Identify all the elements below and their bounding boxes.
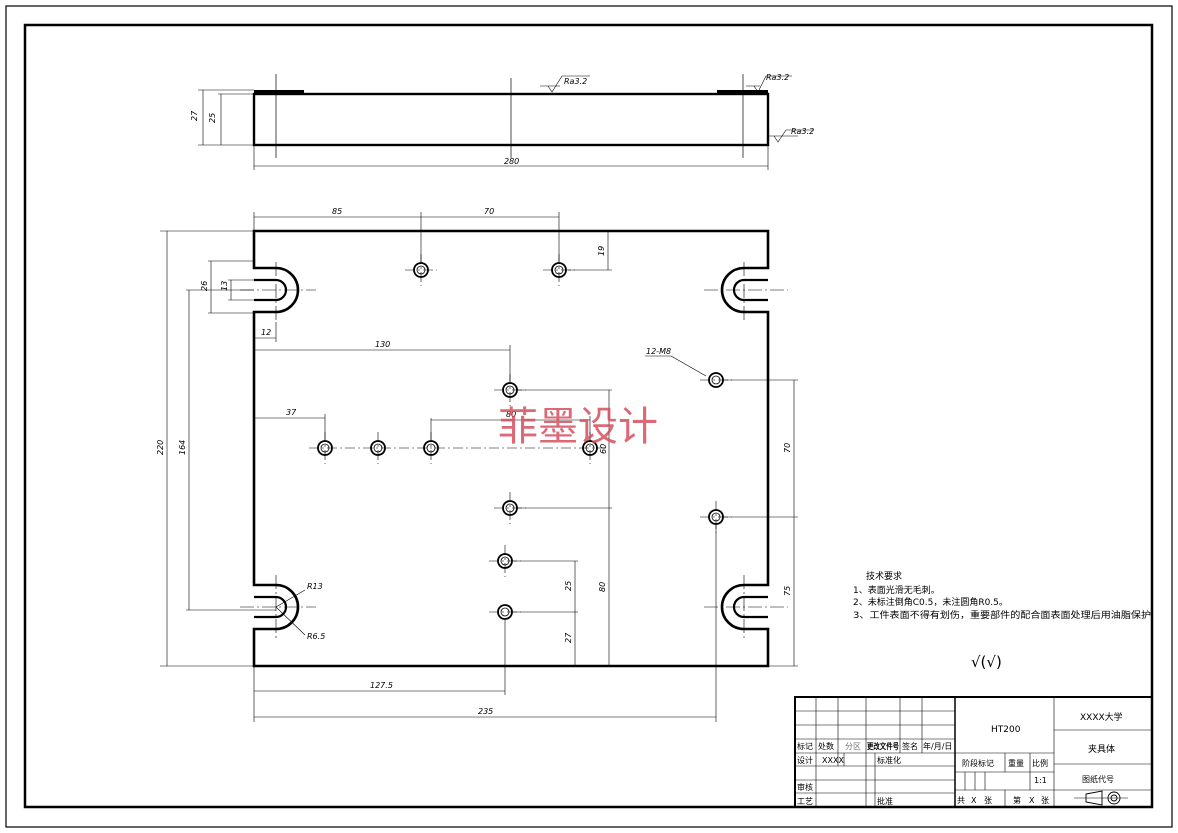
tb-sheji-name: XXXX bbox=[822, 756, 844, 765]
dim-70-top: 70 bbox=[484, 207, 494, 216]
watermark: 菲墨设计 bbox=[498, 404, 658, 450]
dim-164: 164 bbox=[178, 440, 187, 455]
tb-di-x: X bbox=[1029, 796, 1035, 805]
radius-r6-5: R6.5 bbox=[307, 632, 325, 641]
tech-req-item-2: 2、未标注倒角C0.5，未注圆角R0.5。 bbox=[853, 596, 1008, 608]
tb-zhang2: 张 bbox=[1041, 796, 1049, 805]
dim-19: 19 bbox=[597, 246, 606, 256]
tb-biaozhunhua: 标准化 bbox=[877, 755, 901, 765]
inner-frame bbox=[23, 23, 1154, 809]
tech-req-title: 技术要求 bbox=[866, 570, 902, 582]
roughness-label-3: Ra3.2 bbox=[791, 127, 814, 136]
side-dim-27: 27 bbox=[190, 110, 199, 121]
tb-shenhe: 审核 bbox=[797, 782, 813, 792]
dim-75-right: 75 bbox=[783, 586, 792, 596]
tb-pizhun: 批准 bbox=[877, 796, 893, 806]
tb-gongyi: 工艺 bbox=[797, 797, 813, 806]
roughness-symbol: √(√) bbox=[971, 653, 1002, 671]
tb-nianyueri: 年/月/日 bbox=[923, 741, 952, 751]
dim-235: 235 bbox=[478, 707, 493, 716]
title-block bbox=[794, 696, 1153, 808]
roughness-label-1: Ra3.2 bbox=[564, 77, 587, 86]
tb-chushu: 处数 bbox=[818, 741, 834, 751]
dim-37: 37 bbox=[286, 408, 297, 417]
tb-bili: 比例 bbox=[1032, 758, 1048, 768]
tb-qianming: 签名 bbox=[902, 741, 918, 751]
dim-80-mid: 80 bbox=[506, 410, 516, 419]
dim-27-small: 27 bbox=[564, 632, 573, 643]
thread-callout: 12-M8 bbox=[646, 347, 671, 356]
roughness-label-2: Ra3.2 bbox=[766, 73, 789, 82]
tb-sheji: 设计 bbox=[797, 755, 813, 765]
tb-gengai: 更改文件号 bbox=[867, 741, 899, 751]
dim-13: 13 bbox=[220, 281, 229, 291]
plan-view bbox=[160, 212, 798, 722]
tb-part-name: 夹具体 bbox=[1088, 743, 1115, 755]
tb-gong: 共 bbox=[957, 796, 965, 805]
dim-130: 130 bbox=[375, 340, 390, 349]
side-view bbox=[198, 74, 814, 170]
tb-zhongliang: 重量 bbox=[1008, 758, 1024, 768]
projection-symbol-icon bbox=[1074, 790, 1128, 806]
dim-80-vert: 80 bbox=[598, 582, 607, 592]
outer-border bbox=[5, 5, 1173, 828]
dim-60: 60 bbox=[599, 444, 608, 454]
side-pad-right bbox=[717, 90, 768, 94]
dim-25-small: 25 bbox=[564, 581, 573, 591]
dim-26: 26 bbox=[200, 281, 209, 291]
tb-fenqu: 分区 bbox=[845, 742, 861, 751]
tb-drawing-no-label: 图纸代号 bbox=[1082, 774, 1114, 784]
dim-127-5: 127.5 bbox=[370, 681, 393, 690]
radius-r13: R13 bbox=[307, 582, 323, 591]
tb-material: HT200 bbox=[991, 725, 1021, 735]
tech-req-item-1: 1、表面光滑无毛刺。 bbox=[853, 584, 940, 596]
side-dim-25: 25 bbox=[208, 113, 217, 123]
tb-di: 第 bbox=[1013, 795, 1021, 805]
dim-220: 220 bbox=[156, 440, 165, 455]
dim-85: 85 bbox=[332, 207, 342, 216]
tb-gong-x: X bbox=[971, 796, 977, 805]
tb-school: XXXX大学 bbox=[1080, 711, 1123, 723]
dim-12: 12 bbox=[261, 328, 271, 337]
side-pad-left bbox=[254, 90, 304, 94]
tech-req-item-3: 3、工件表面不得有划伤，重要部件的配合面表面处理后用油脂保护 bbox=[853, 609, 1151, 621]
tb-jieduan: 阶段标记 bbox=[962, 758, 994, 768]
dim-70-right: 70 bbox=[783, 443, 792, 453]
side-dim-280: 280 bbox=[504, 157, 519, 166]
tb-zhang1: 张 bbox=[984, 796, 992, 805]
tb-biaoji: 标记 bbox=[797, 741, 813, 751]
tb-scale: 1:1 bbox=[1034, 776, 1047, 785]
